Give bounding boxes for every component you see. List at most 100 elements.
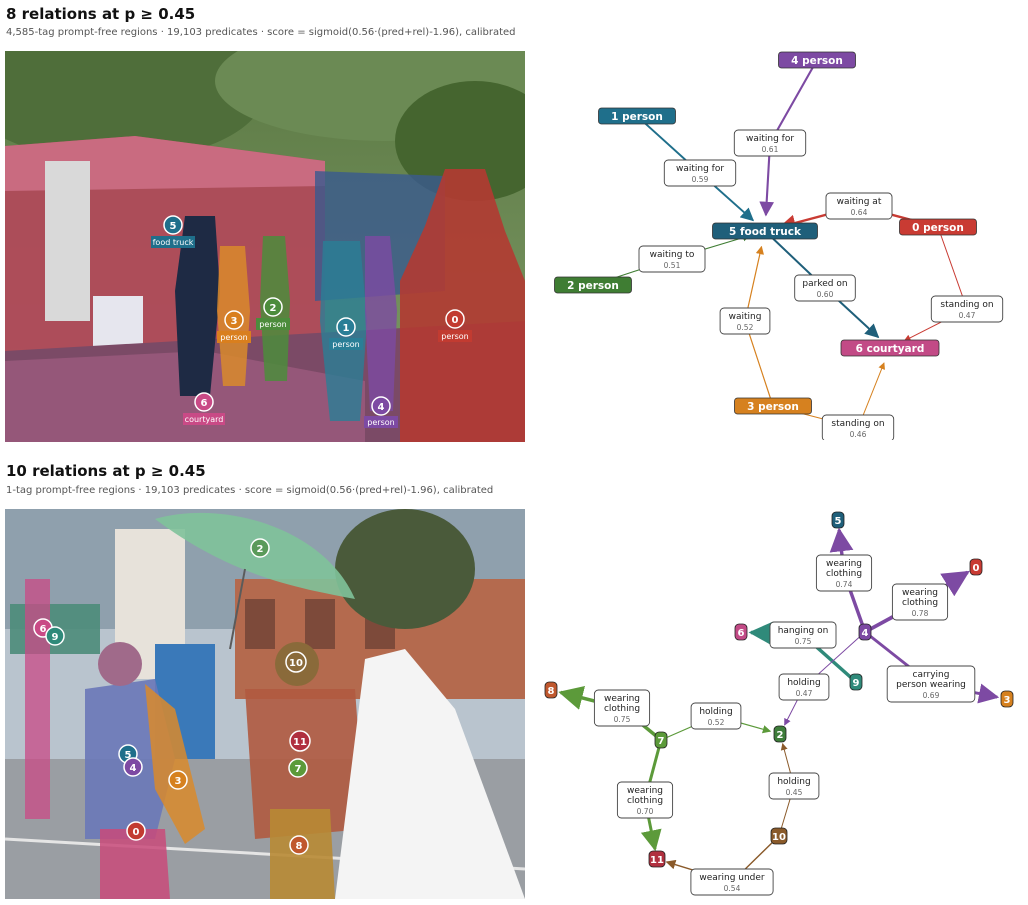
edge-label-text: holding xyxy=(777,777,810,787)
svg-text:4: 4 xyxy=(130,763,137,774)
node-label: 0 xyxy=(973,563,980,574)
svg-text:5: 5 xyxy=(170,221,177,232)
photo-marker-2: 2 person xyxy=(256,297,290,330)
relation-graph-2: wearingclothing0.74wearingclothing0.78ha… xyxy=(544,511,1014,896)
edge-score-text: 0.59 xyxy=(692,175,709,184)
photo-marker-4: 4 person xyxy=(364,396,398,428)
photo-marker-0: 0 person xyxy=(438,309,472,342)
node-label: 7 xyxy=(658,736,665,747)
graph-node: 5 xyxy=(831,511,845,529)
svg-text:person: person xyxy=(332,340,359,349)
edge-score-text: 0.64 xyxy=(851,208,868,217)
node-label: 6 xyxy=(738,628,745,639)
node-label: 0 person xyxy=(912,222,964,234)
edge-score-text: 0.47 xyxy=(959,311,976,320)
edge-label-text: holding xyxy=(699,707,732,717)
graph-node: 8 xyxy=(544,681,558,699)
node-label: 3 xyxy=(1004,695,1011,706)
edge-label: parked on0.60 xyxy=(794,274,856,302)
svg-text:3: 3 xyxy=(231,316,238,327)
edge-label-text: waiting for xyxy=(746,134,794,144)
node-label: 5 food truck xyxy=(729,226,802,238)
edge-label-text: standing on xyxy=(831,419,884,429)
photo-marker-6: 6 courtyard xyxy=(183,392,225,425)
edge-label-text: wearing xyxy=(604,694,640,704)
svg-text:5: 5 xyxy=(125,750,132,761)
edge-label-text: wearing xyxy=(902,588,938,598)
node-label: 9 xyxy=(853,678,860,689)
edge-label-text: wearing xyxy=(627,786,663,796)
edge-label: standing on0.47 xyxy=(930,295,1004,323)
svg-text:4: 4 xyxy=(378,402,385,413)
edge-score-text: 0.52 xyxy=(708,718,725,727)
edge-label-text: waiting for xyxy=(676,164,724,174)
edge-label-text: wearing under xyxy=(699,873,765,883)
graph-node: 2 person xyxy=(554,276,632,294)
graph-node: 3 xyxy=(1000,690,1014,708)
edge-score-text: 0.69 xyxy=(923,691,940,700)
svg-text:9: 9 xyxy=(52,632,59,643)
edge-label: waiting at0.64 xyxy=(825,192,893,220)
svg-text:2: 2 xyxy=(270,303,277,314)
graph-node: 0 xyxy=(969,558,983,576)
edge-score-text: 0.78 xyxy=(912,609,929,618)
relation-edge xyxy=(903,226,968,342)
graph-node: 7 xyxy=(654,731,668,749)
photo-marker-7: 7 xyxy=(288,758,308,778)
photo-marker-5: 5 food truck xyxy=(151,215,195,248)
node-label: 6 courtyard xyxy=(856,343,925,355)
node-label: 2 xyxy=(777,730,784,741)
edge-score-text: 0.74 xyxy=(836,580,853,589)
node-label: 2 person xyxy=(567,280,619,292)
node-label: 8 xyxy=(548,686,555,697)
edge-label: standing on0.46 xyxy=(821,414,895,440)
photo-marker-4: 4 xyxy=(123,757,143,777)
svg-text:food truck: food truck xyxy=(153,238,194,247)
node-label: 4 person xyxy=(791,55,843,67)
edge-label-text: wearing xyxy=(826,559,862,569)
graph-node: 4 person xyxy=(778,51,856,69)
segmented-photo: 5 food truck 3 person 2 person 1 person xyxy=(5,51,525,442)
photo-marker-1: 1 person xyxy=(329,317,363,350)
edge-score-text: 0.46 xyxy=(850,430,867,439)
photo-marker-10: 10 xyxy=(285,651,307,673)
edge-label-text: person wearing xyxy=(896,680,966,690)
photo-marker-3: 3 person xyxy=(217,310,251,343)
node-label: 3 person xyxy=(747,401,799,413)
edge-score-text: 0.52 xyxy=(737,323,754,332)
panel-subtitle: 4,585-tag prompt-free regions · 19,103 p… xyxy=(6,27,516,38)
graph-node: 11 xyxy=(648,850,666,868)
svg-text:0: 0 xyxy=(133,827,140,838)
edge-score-text: 0.54 xyxy=(724,884,741,893)
edge-label-text: clothing xyxy=(604,704,640,714)
photo-marker-8: 8 xyxy=(289,835,309,855)
photo-marker-2: 2 xyxy=(250,538,270,558)
svg-text:8: 8 xyxy=(296,841,303,852)
graph-edge-labels: wearingclothing0.74wearingclothing0.78ha… xyxy=(593,554,976,896)
photo-marker-11: 11 xyxy=(289,730,311,752)
svg-text:3: 3 xyxy=(175,776,182,787)
edge-label-text: standing on xyxy=(940,300,993,310)
graph-node: 6 xyxy=(734,623,748,641)
edge-label-text: waiting to xyxy=(650,250,695,260)
graph-node: 10 xyxy=(770,827,788,845)
edge-label-text: holding xyxy=(787,678,820,688)
graph-node: 2 xyxy=(773,725,787,743)
edge-label: waiting to0.51 xyxy=(638,245,706,273)
edge-label-text: clothing xyxy=(902,598,938,608)
panel-title: 8 relations at p ≥ 0.45 xyxy=(6,5,196,23)
svg-text:person: person xyxy=(441,332,468,341)
photo-marker-9: 9 xyxy=(45,626,65,646)
svg-text:7: 7 xyxy=(295,764,302,775)
